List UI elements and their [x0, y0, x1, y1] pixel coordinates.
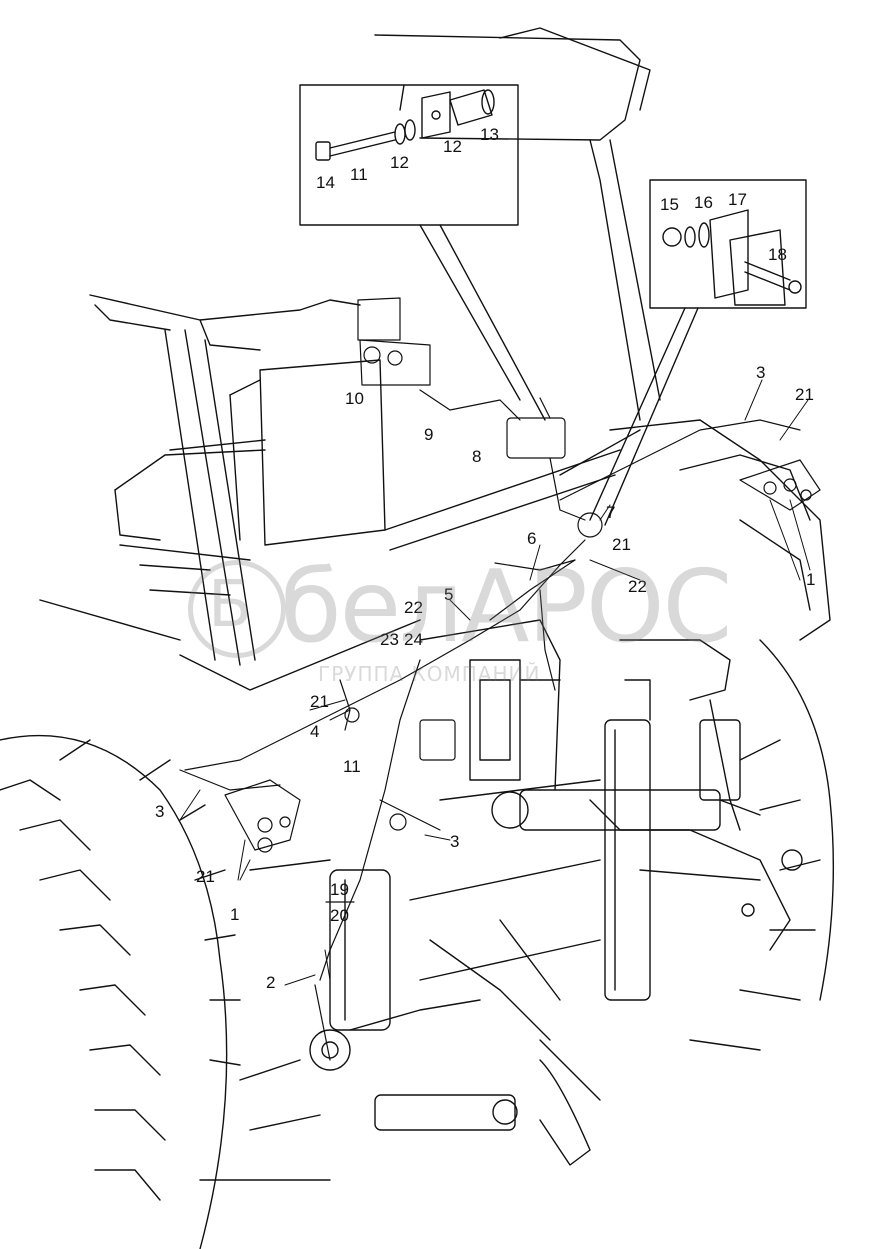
callout-24: 24	[404, 630, 423, 649]
callout-20: 20	[330, 906, 349, 925]
rear-hitch-assembly	[199, 619, 803, 1181]
callout-12-bracket: 12	[443, 137, 462, 156]
callout-14: 14	[316, 173, 335, 192]
callout-17: 17	[728, 190, 747, 209]
inset-leaders	[419, 224, 699, 526]
watermark-subtitle: ГРУППА КОМПАНИЙ	[318, 662, 541, 686]
callout-21-mid: 21	[310, 692, 329, 711]
callout-1-right: 1	[806, 570, 815, 589]
callout-11-harness: 11	[343, 757, 361, 776]
callout-2: 2	[266, 973, 275, 992]
watermark-logo-ring	[188, 560, 286, 658]
callout-leaders	[179, 379, 811, 986]
callout-3-center: 3	[450, 832, 459, 851]
cabin-outline	[39, 27, 831, 691]
callout-18: 18	[768, 245, 787, 264]
callout-11-inset: 11	[350, 165, 368, 184]
callout-21-right: 21	[795, 385, 814, 404]
callout-3-right: 3	[756, 363, 765, 382]
watermark-brand: белАРОС	[280, 548, 732, 665]
callout-23: 23	[380, 630, 399, 649]
callout-22-left: 22	[404, 598, 423, 617]
callout-21-switch: 21	[612, 535, 631, 554]
callout-19: 19	[330, 880, 349, 899]
callout-3-left: 3	[155, 802, 164, 821]
callout-16: 16	[694, 193, 713, 212]
callout-15: 15	[660, 195, 679, 214]
inset-box-right	[649, 179, 807, 309]
callout-13: 13	[480, 125, 499, 144]
callout-5: 5	[444, 585, 453, 604]
callout-1-left: 1	[230, 905, 239, 924]
callout-7: 7	[606, 503, 615, 522]
callout-12-washer: 12	[390, 153, 409, 172]
callout-9: 9	[424, 425, 433, 444]
watermark-logo-glyph: Б	[208, 568, 252, 642]
inset-box-upper	[299, 84, 519, 226]
callout-10: 10	[345, 389, 364, 408]
left-rear-tire	[0, 734, 241, 1249]
right-rear-tire	[689, 639, 835, 1051]
callout-6: 6	[527, 529, 536, 548]
callout-21-left: 21	[196, 867, 215, 886]
callout-4: 4	[310, 722, 319, 741]
callout-8: 8	[472, 447, 481, 466]
callout-22-right: 22	[628, 577, 647, 596]
